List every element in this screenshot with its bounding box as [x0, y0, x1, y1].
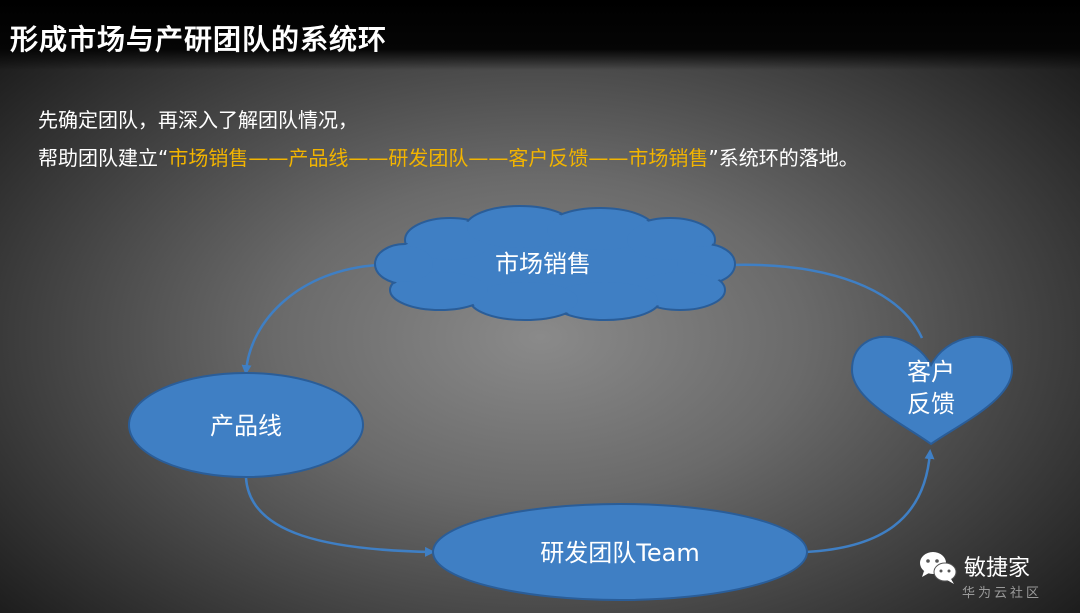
intro-line-2: 帮助团队建立“市场销售——产品线——研发团队——客户反馈——市场销售”系统环的落… — [38, 142, 859, 171]
intro-line-2-prefix: 帮助团队建立“ — [38, 146, 169, 170]
node-product-line: 产品线 — [128, 372, 364, 478]
node-customer-feedback-label-2: 反馈 — [907, 390, 955, 418]
node-market-sales: 市场销售 — [374, 205, 736, 321]
page-title: 形成市场与产研团队的系统环 — [10, 23, 388, 56]
intro-cycle-highlight: 市场销售——产品线——研发团队——客户反馈——市场销售 — [168, 146, 709, 170]
node-rd-team-label: 研发团队Team — [540, 539, 699, 567]
node-product-line-label: 产品线 — [210, 412, 282, 440]
node-customer-feedback: 客户 反馈 — [850, 335, 1014, 446]
wechat-icon — [920, 552, 957, 584]
arrow-product-to-rd — [244, 477, 435, 557]
arrow-feedback-to-market — [729, 263, 924, 339]
watermark: 敏捷家 华为云社区 — [918, 548, 1068, 604]
arrow-rd-to-feedback — [805, 449, 935, 554]
watermark-brand: 敏捷家 — [964, 556, 1031, 581]
arrow-market-to-product — [241, 263, 379, 375]
node-market-sales-label: 市场销售 — [495, 250, 591, 278]
node-customer-feedback-label-1: 客户 — [907, 358, 955, 386]
cloud-fill — [377, 208, 733, 318]
watermark-sub: 华为云社区 — [962, 586, 1043, 601]
title-bar: 形成市场与产研团队的系统环 — [0, 0, 1080, 70]
node-rd-team: 研发团队Team — [432, 503, 808, 601]
intro-line-2-suffix: ”系统环的落地。 — [708, 146, 859, 170]
heart-shape — [850, 335, 1014, 446]
intro-line-1: 先确定团队，再深入了解团队情况， — [38, 108, 358, 132]
